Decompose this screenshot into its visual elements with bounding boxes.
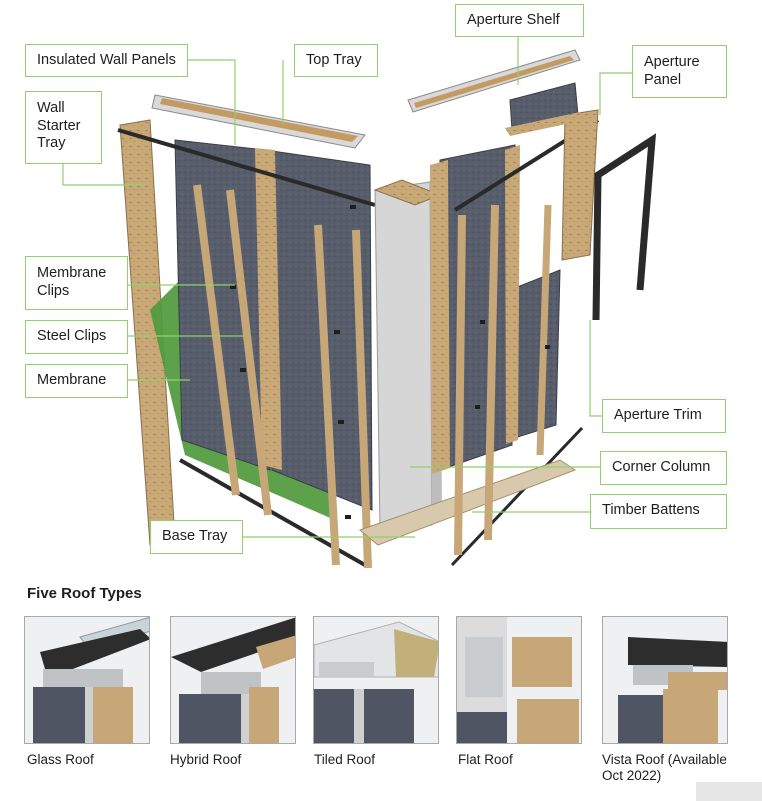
vista-roof-icon [602, 616, 728, 744]
flat-roof-label: Flat Roof [458, 752, 513, 767]
callout-base-tray: Base Tray [150, 520, 243, 554]
callout-aperture-trim: Aperture Trim [602, 399, 726, 433]
glass-roof-icon [24, 616, 150, 744]
page-corner-tab [696, 782, 762, 801]
callout-aperture-panel: Aperture Panel [632, 45, 727, 98]
callout-top-tray: Top Tray [294, 44, 378, 77]
callout-membrane: Membrane [25, 364, 128, 398]
callout-corner-column: Corner Column [600, 451, 727, 485]
hybrid-roof-label: Hybrid Roof [170, 752, 242, 767]
callout-steel-clips: Steel Clips [25, 320, 128, 354]
roof-types-heading: Five Roof Types [27, 585, 142, 602]
callout-timber-battens: Timber Battens [590, 494, 727, 529]
glass-roof-label: Glass Roof [27, 752, 94, 767]
tiled-roof-icon [313, 616, 439, 744]
flat-roof-icon [456, 616, 582, 744]
callout-membrane-clips: Membrane Clips [25, 256, 128, 310]
hybrid-roof-icon [170, 616, 296, 744]
callout-aperture-shelf: Aperture Shelf [455, 4, 584, 37]
callout-wall-starter-tray: Wall Starter Tray [25, 91, 102, 164]
callout-insulated-wall-panels: Insulated Wall Panels [25, 44, 188, 77]
vista-roof-label: Vista Roof (Available Oct 2022) [602, 752, 727, 783]
tiled-roof-label: Tiled Roof [314, 752, 376, 767]
